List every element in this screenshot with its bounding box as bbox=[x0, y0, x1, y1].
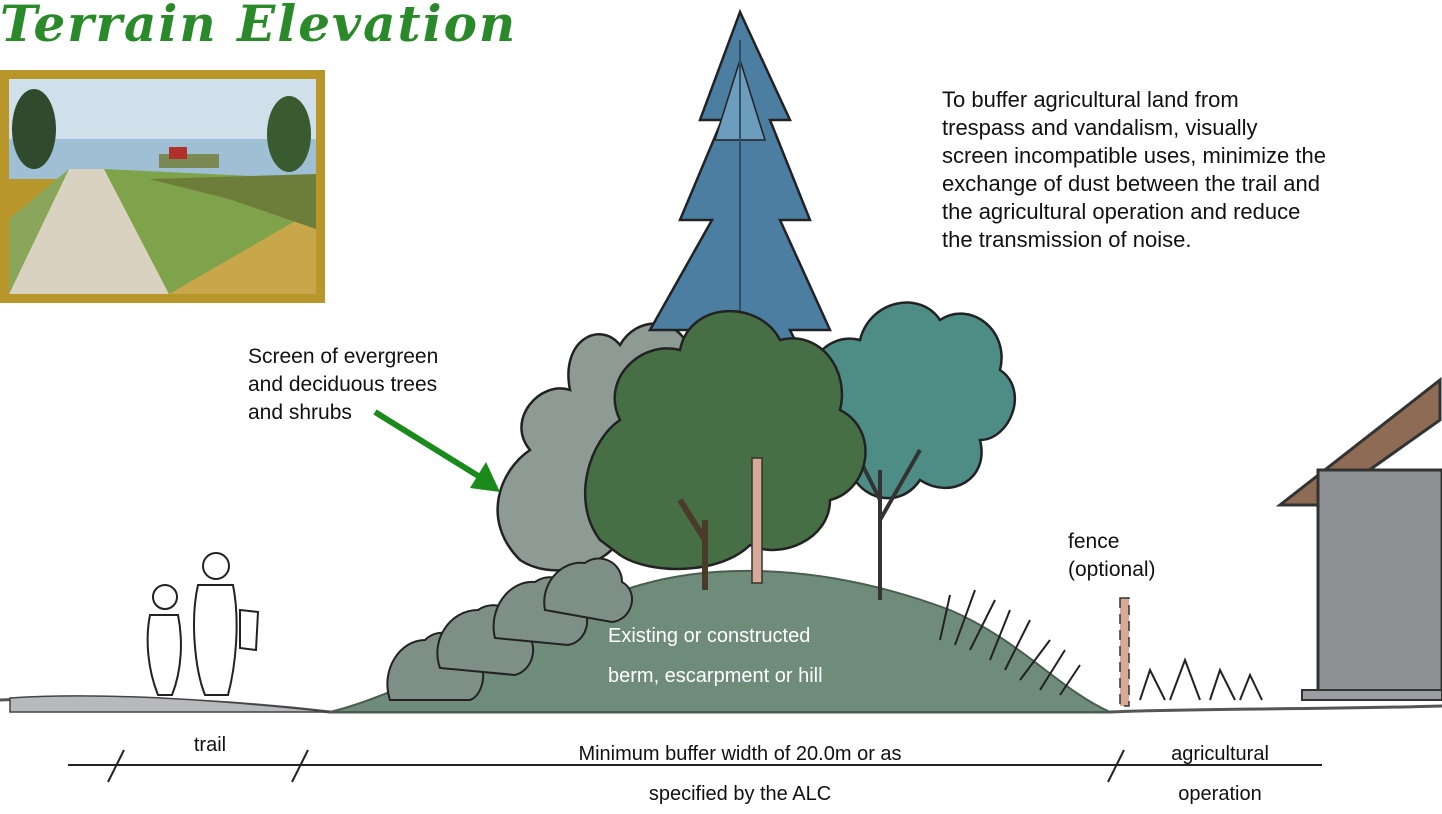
fence-label-line: (optional) bbox=[1068, 558, 1156, 581]
diagram-title: Terrain Elevation bbox=[0, 0, 518, 53]
screen-label: Screen of evergreen and deciduous trees … bbox=[248, 343, 508, 427]
description-line: exchange of dust between the trail and bbox=[942, 171, 1320, 196]
grass-clump bbox=[939, 589, 1263, 701]
elevation-drawing bbox=[0, 8, 1442, 783]
people-icon bbox=[146, 552, 260, 696]
description-text: To buffer agricultural land from trespas… bbox=[942, 86, 1442, 254]
berm-label-line: Existing or constructed bbox=[608, 625, 811, 647]
buffer-label-line: specified by the ALC bbox=[648, 783, 832, 805]
deciduous-tree-center bbox=[584, 309, 867, 590]
buffer-label-line: Minimum buffer width of 20.0m or as bbox=[578, 743, 902, 765]
berm-label: Existing or constructed berm, escarpment… bbox=[608, 616, 823, 696]
screen-label-line: and deciduous trees bbox=[248, 373, 438, 396]
description-line: screen incompatible uses, minimize the bbox=[942, 143, 1326, 168]
description-line: the transmission of noise. bbox=[942, 227, 1192, 252]
photo-frame bbox=[0, 70, 325, 303]
fence-label: fence (optional) bbox=[1068, 528, 1156, 584]
trail-label: trail bbox=[193, 734, 227, 756]
trail-photo bbox=[9, 79, 316, 294]
screen-label-line: Screen of evergreen bbox=[248, 345, 439, 368]
berm-label-line: berm, escarpment or hill bbox=[608, 665, 823, 687]
screen-label-line: and shrubs bbox=[248, 401, 352, 424]
arrow-icon bbox=[373, 409, 500, 492]
description-line: trespass and vandalism, visually bbox=[942, 115, 1258, 140]
fence-label-line: fence bbox=[1068, 530, 1120, 553]
buffer-label: Minimum buffer width of 20.0m or as spec… bbox=[505, 734, 975, 814]
trail-surface bbox=[9, 695, 331, 713]
agricultural-label-line: agricultural bbox=[1171, 743, 1269, 765]
description-line: To buffer agricultural land from bbox=[942, 87, 1239, 112]
agricultural-label-line: operation bbox=[1178, 783, 1262, 805]
post bbox=[751, 457, 763, 584]
description-line: the agricultural operation and reduce bbox=[942, 199, 1301, 224]
fence-post bbox=[1119, 597, 1130, 707]
shrub-row bbox=[386, 557, 633, 701]
house-icon bbox=[1275, 376, 1442, 701]
dimension-line bbox=[68, 749, 1322, 783]
agricultural-label: agricultural operation bbox=[1140, 734, 1300, 814]
